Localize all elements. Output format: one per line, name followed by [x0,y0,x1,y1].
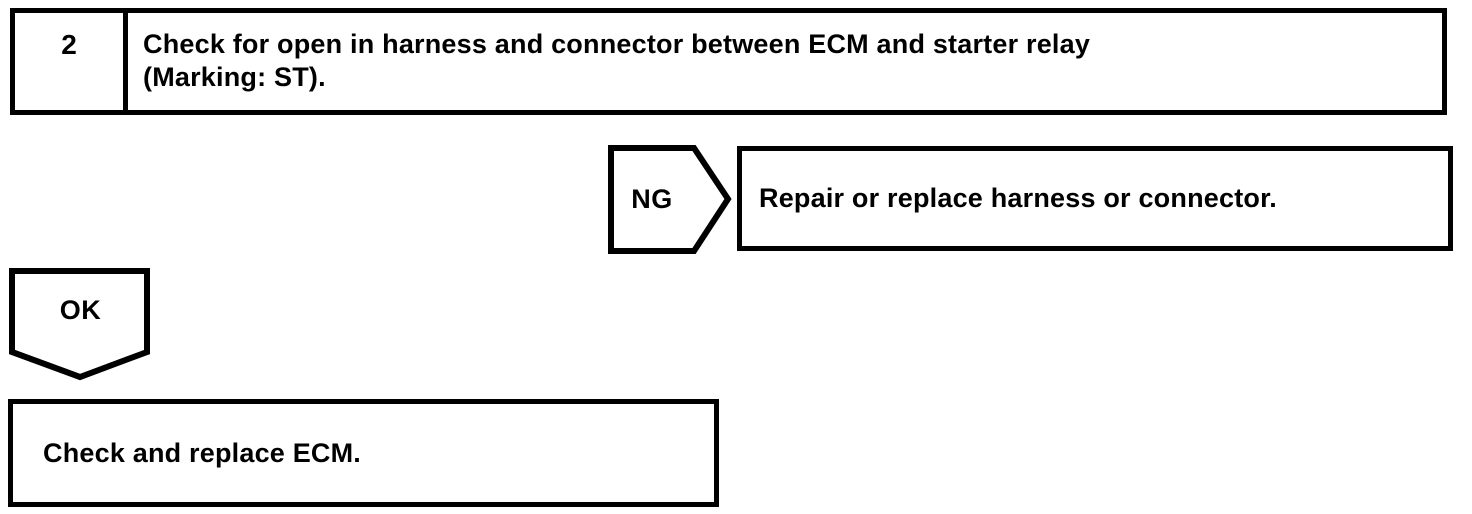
ng-action-box: Repair or replace harness or connector. [737,146,1453,251]
step-instruction: Check for open in harness and connector … [143,29,1091,92]
ok-action-text: Check and replace ECM. [43,437,362,468]
ok-connector-arrow [9,268,150,381]
step-number: 2 [61,29,77,60]
ng-connector-arrow [608,145,732,254]
ok-connector-label: OK [59,294,102,325]
ng-connector-label: NG [631,184,673,214]
step-number-cell: 2 [15,13,128,110]
ok-action-box: Check and replace ECM. [8,399,719,507]
ng-action-text: Repair or replace harness or connector. [759,183,1277,213]
step-box: 2 Check for open in harness and connecto… [10,8,1447,115]
